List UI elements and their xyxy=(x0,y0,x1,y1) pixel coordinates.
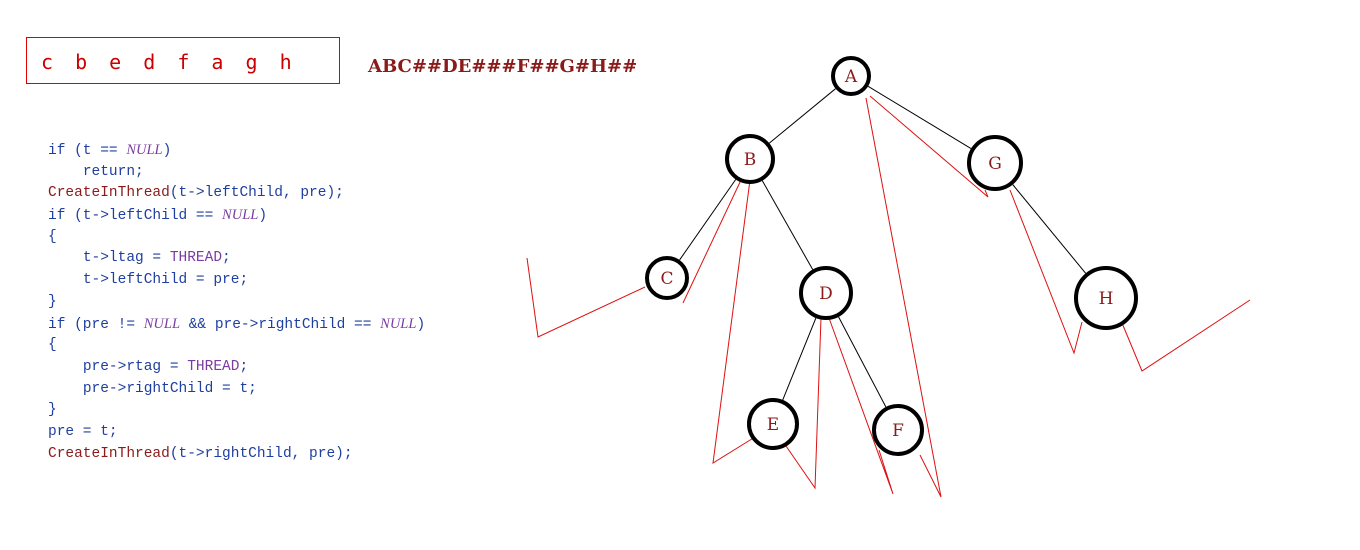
code-token: t->ltag = xyxy=(82,250,170,267)
code-token: THREAD xyxy=(169,250,223,267)
tree-node-h xyxy=(1074,266,1138,330)
thread-g-left xyxy=(869,95,989,198)
code-token: NULL xyxy=(143,315,181,332)
tree-node-label-g: G xyxy=(988,154,1002,174)
code-token: ; xyxy=(135,163,144,180)
code-token: NULL xyxy=(380,315,417,332)
preorder-input-string: ABC##DE###F##G#H## xyxy=(368,56,638,77)
code-line: if (pre != NULL && pre->rightChild == NU… xyxy=(48,314,425,336)
inorder-sequence-box: c b e d f a g h xyxy=(26,37,340,84)
code-token: pre = t; xyxy=(48,423,118,440)
tree-node-label-e: E xyxy=(767,415,779,435)
code-line: { xyxy=(48,227,425,249)
tree-node-d xyxy=(799,266,853,320)
tree-node-label-b: B xyxy=(744,150,757,170)
code-token: return xyxy=(82,163,136,180)
code-line: } xyxy=(48,400,425,422)
code-token: } xyxy=(48,402,57,419)
tree-node-c xyxy=(645,256,689,300)
tree-node-a xyxy=(831,56,871,96)
code-token: (t->leftChild == xyxy=(65,208,223,225)
tree-edge-g-h xyxy=(1012,184,1087,274)
tree-node-e xyxy=(747,398,799,450)
thread-lines xyxy=(526,95,1251,498)
tree-node-label-h: H xyxy=(1099,289,1114,309)
code-token: if xyxy=(48,208,66,225)
code-token: NULL xyxy=(126,142,163,158)
tree-node-label-d: D xyxy=(819,284,833,304)
code-token: (t->rightChild, pre); xyxy=(169,445,353,462)
code-line: CreateInThread(t->rightChild, pre); xyxy=(48,444,425,466)
code-token: ) xyxy=(416,316,426,333)
code-line: return; xyxy=(48,162,425,184)
tree-nodes: A B G C D H E F xyxy=(645,56,1138,456)
code-line: { xyxy=(48,335,425,357)
code-token: ) xyxy=(162,143,172,159)
code-line: if (t == NULL) xyxy=(48,140,425,162)
code-token: } xyxy=(48,293,57,310)
thread-c-right xyxy=(682,179,742,304)
code-token: pre->rightChild = t; xyxy=(82,380,257,397)
thread-f-right xyxy=(865,97,942,498)
thread-h-left xyxy=(1009,189,1083,355)
tree-node-b xyxy=(725,134,775,184)
code-line: pre->rtag = THREAD; xyxy=(48,357,425,379)
code-token: (pre != xyxy=(65,316,144,333)
code-line: t->ltag = THREAD; xyxy=(48,248,425,270)
tree-edge-d-e xyxy=(782,317,817,401)
code-token: NULL xyxy=(222,207,259,224)
code-token: CreateInThread xyxy=(48,445,170,462)
code-listing: if (t == NULL) return;CreateInThread(t->… xyxy=(48,140,425,465)
code-token: pre->rtag = xyxy=(82,358,188,375)
code-token: THREAD xyxy=(187,358,240,375)
thread-h-right xyxy=(1121,299,1251,372)
tree-edge-d-f xyxy=(838,316,887,408)
code-token: { xyxy=(48,228,57,245)
code-token: && pre->rightChild == xyxy=(180,316,381,333)
tree-node-label-f: F xyxy=(892,421,904,441)
thread-c-left xyxy=(526,257,646,338)
code-token: t->leftChild = pre; xyxy=(82,272,249,289)
thread-f-left xyxy=(828,317,894,495)
tree-edges xyxy=(679,85,1087,408)
tree-edge-b-d xyxy=(761,180,814,270)
code-token: { xyxy=(48,337,57,354)
tree-edge-b-c xyxy=(679,179,737,261)
code-token: if xyxy=(48,143,66,159)
tree-node-g xyxy=(967,135,1023,191)
thread-e-right xyxy=(785,317,822,490)
code-line: } xyxy=(48,292,425,314)
code-token: CreateInThread xyxy=(48,185,170,202)
code-line: CreateInThread(t->leftChild, pre); xyxy=(48,183,425,205)
tree-edge-a-g xyxy=(867,85,972,149)
code-token: (t == xyxy=(65,143,127,159)
tree-node-f xyxy=(872,404,924,456)
code-line: pre = t; xyxy=(48,422,425,444)
code-token: (t->leftChild, pre); xyxy=(169,185,344,202)
code-line: pre->rightChild = t; xyxy=(48,379,425,401)
code-line: if (t->leftChild == NULL) xyxy=(48,205,425,227)
code-token: ) xyxy=(258,208,268,225)
tree-node-label-a: A xyxy=(844,67,858,87)
inorder-sequence-text: c b e d f a g h xyxy=(41,50,297,74)
code-token: ; xyxy=(239,358,249,375)
tree-node-label-c: C xyxy=(660,269,673,289)
code-line: t->leftChild = pre; xyxy=(48,270,425,292)
code-token: if xyxy=(48,316,66,333)
code-token: ; xyxy=(222,250,231,267)
tree-edge-a-b xyxy=(768,88,836,144)
thread-e-left xyxy=(712,179,756,464)
